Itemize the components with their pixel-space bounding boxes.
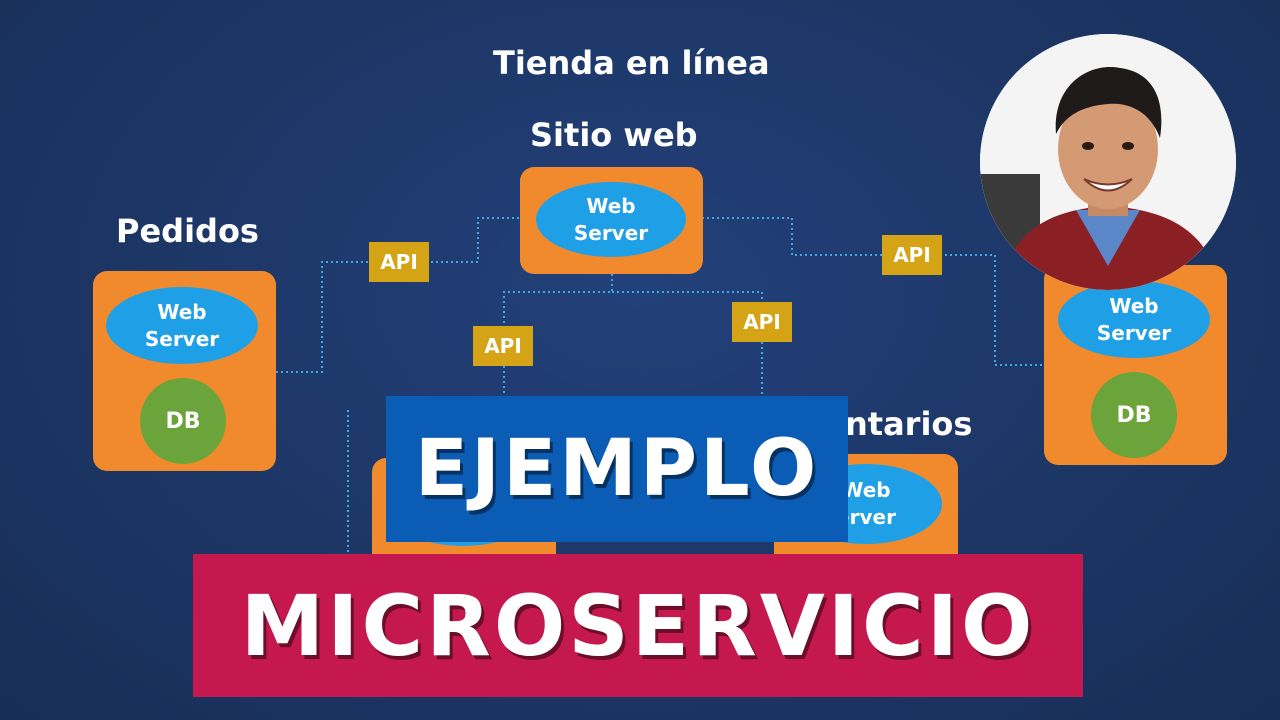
right-service-box: Web Server DB: [1044, 265, 1227, 465]
link-site-bottom: [503, 274, 763, 400]
server-label-line2: Server: [144, 326, 220, 351]
site-label: Sitio web: [530, 116, 698, 154]
api-tag-right: API: [882, 235, 942, 275]
server-label-line1: Web: [586, 193, 636, 218]
banner-microservicio: MICROSERVICIO: [193, 554, 1083, 697]
orders-service-box: Web Server DB: [93, 271, 276, 471]
orders-label: Pedidos: [116, 212, 259, 250]
api-tag-orders: API: [369, 242, 429, 282]
right-db: DB: [1091, 372, 1177, 458]
api-tag-bottom-right: API: [732, 302, 792, 342]
server-label-line1: Web: [157, 299, 207, 324]
api-tag-bottom-left: API: [473, 326, 533, 366]
site-service-box: Web Server: [520, 167, 703, 274]
diagram-title: Tienda en línea: [493, 44, 770, 82]
banner-line2: MICROSERVICIO: [240, 576, 1036, 675]
orders-db: DB: [140, 378, 226, 464]
presenter-icon: [980, 34, 1236, 290]
site-web-server: Web Server: [536, 182, 686, 257]
link-site-right: [702, 217, 1045, 366]
banner-line1: EJEMPLO: [414, 424, 820, 514]
server-label-line2: Server: [573, 220, 649, 245]
server-label-line2: Server: [1096, 320, 1172, 345]
banner-ejemplo: EJEMPLO: [386, 396, 848, 542]
server-label-line1: Web: [841, 478, 891, 502]
server-label-line1: Web: [1109, 293, 1159, 318]
presenter-photo: [980, 34, 1236, 290]
right-web-server: Web Server: [1058, 281, 1210, 358]
comments-label: ntarios: [845, 405, 973, 443]
orders-web-server: Web Server: [106, 287, 258, 364]
